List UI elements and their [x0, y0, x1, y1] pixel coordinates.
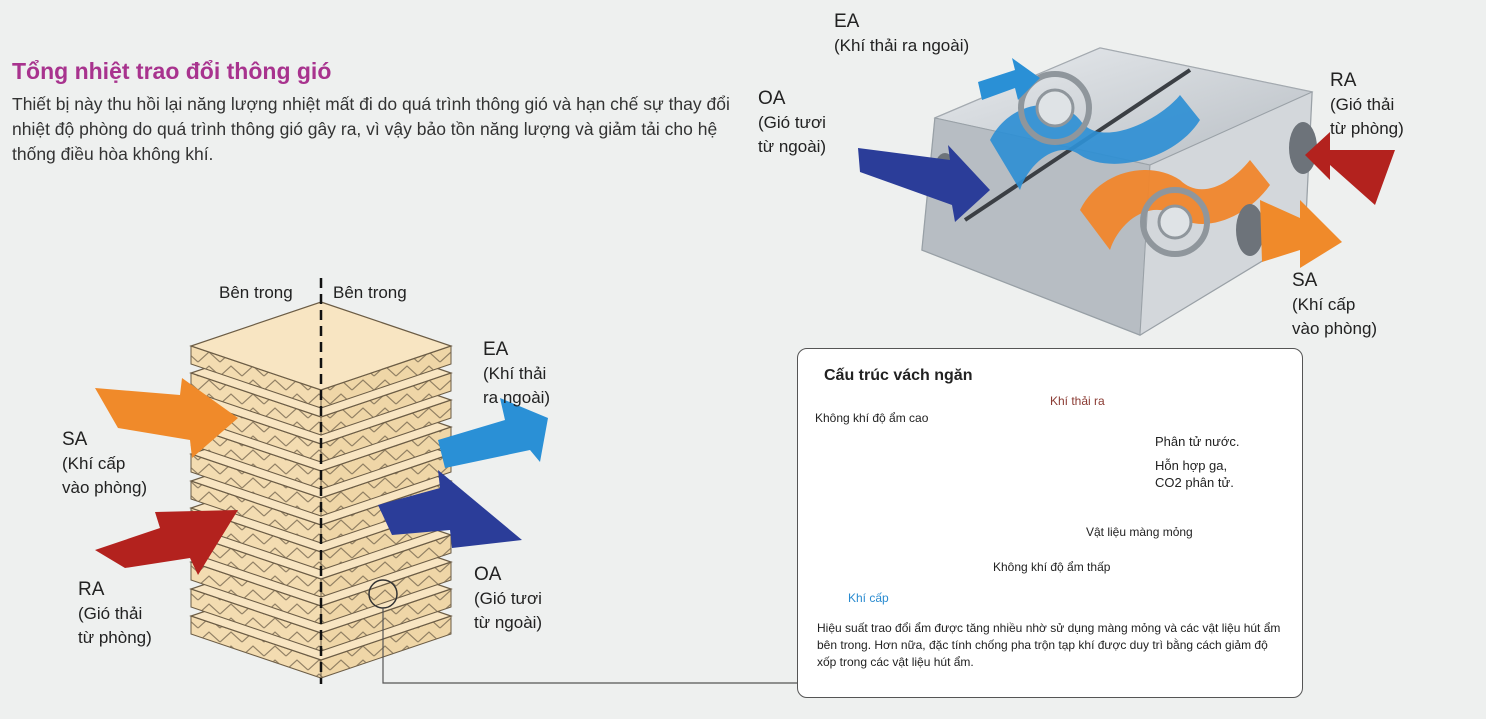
- unit-sa-line2: vào phòng): [1292, 319, 1378, 338]
- unit-ea-desc: (Khí thải ra ngoài): [834, 36, 970, 55]
- exhaust-label: Khí thải ra: [1050, 394, 1105, 408]
- core-plate-fins-left: [191, 535, 321, 597]
- core-ra-line2: từ phòng): [78, 628, 152, 647]
- core-sa-label: SA (Khí cấp vào phòng): [62, 428, 147, 500]
- legend-water-text: Phân tử nước.: [1155, 434, 1240, 449]
- page-description: Thiết bị này thu hồi lại năng lượng nhiệ…: [12, 94, 730, 164]
- partition-title: Cấu trúc vách ngăn: [824, 367, 973, 384]
- unit-oa-line2: từ ngoài): [758, 137, 827, 156]
- core-plate-fins-right: [321, 562, 451, 624]
- core-ea-line1: (Khí thải: [483, 364, 547, 383]
- core-plate-fins-right: [321, 589, 451, 651]
- core-plate-fins-left: [191, 589, 321, 651]
- core-plate-fins-left: [191, 454, 321, 516]
- core-ra-arrow: [95, 510, 238, 575]
- unit-sa-label: SA (Khí cấp vào phòng): [1292, 269, 1377, 341]
- core-oa-code: OA: [474, 564, 502, 585]
- core-ra-line1: (Gió thải: [78, 604, 143, 623]
- supply-label: Khí cấp: [848, 591, 889, 605]
- core-sa-arrow: [95, 378, 238, 458]
- unit-ra-label: RA (Gió thải từ phòng): [1330, 69, 1404, 141]
- core-plate-fins-right: [321, 346, 451, 408]
- inside-right-label: Bên trong: [333, 283, 407, 302]
- core-sa-line1: (Khí cấp: [62, 454, 126, 473]
- unit-sa-code: SA: [1292, 270, 1318, 291]
- legend-gas-text: Hỗn hợp ga, CO2 phân tử.: [1155, 457, 1234, 491]
- legend-gas-line2: CO2 phân tử.: [1155, 475, 1234, 490]
- core-oa-arrow: [378, 470, 522, 548]
- inside-left-label: Bên trong: [219, 283, 293, 302]
- unit-oa-code: OA: [758, 88, 786, 109]
- partition-description: Hiệu suất trao đổi ẩm được tăng nhiều nh…: [817, 621, 1281, 669]
- legend-gas-line1: Hỗn hợp ga,: [1155, 458, 1228, 473]
- core-plate-fins-right: [321, 400, 451, 462]
- core-ea-label: EA (Khí thải ra ngoài): [483, 338, 550, 410]
- core-oa-label: OA (Gió tươi từ ngoài): [474, 563, 542, 635]
- core-ra-code: RA: [78, 579, 105, 600]
- unit-ra-code: RA: [1330, 70, 1357, 91]
- core-plate-fins-left: [191, 481, 321, 543]
- unit-ea-arrow: [978, 58, 1040, 100]
- core-plate-fins-right: [321, 535, 451, 597]
- unit-ra-line2: từ phòng): [1330, 119, 1404, 138]
- partition-panel: [797, 348, 1303, 698]
- core-plate-fins-right: [321, 373, 451, 435]
- low-humidity-label: Không khí độ ẩm thấp: [993, 560, 1111, 574]
- core-plate-fins-left: [191, 616, 321, 678]
- unit-sa-arrow: [1260, 200, 1342, 268]
- core-sa-line2: vào phòng): [62, 478, 148, 497]
- unit-oa-line1: (Gió tươi: [758, 113, 826, 132]
- unit-ea-code: EA: [834, 11, 860, 32]
- unit-ea-label: EA (Khí thải ra ngoài): [834, 10, 969, 58]
- connector-line: [382, 608, 797, 684]
- page-title: Tổng nhiệt trao đổi thông gió: [12, 58, 332, 84]
- unit-ra-arrow: [1305, 132, 1395, 205]
- core-sa-code: SA: [62, 429, 88, 450]
- unit-ra-line1: (Gió thải: [1330, 95, 1395, 114]
- core-plate-fins-right: [321, 454, 451, 516]
- core-plate-fins-left: [191, 562, 321, 624]
- unit-oa-arrow: [858, 145, 990, 222]
- core-ra-label: RA (Gió thải từ phòng): [78, 578, 152, 650]
- core-plate-fins-left: [191, 427, 321, 489]
- core-ea-arrow: [438, 398, 548, 468]
- core-ea-code: EA: [483, 339, 509, 360]
- core-oa-line1: (Gió tươi: [474, 589, 542, 608]
- core-plate-fins-left: [191, 373, 321, 435]
- core-plate-fins-left: [191, 346, 321, 408]
- core-plate-fins-right: [321, 616, 451, 678]
- high-humidity-label: Không khí độ ẩm cao: [815, 411, 929, 425]
- core-plate-fins-right: [321, 427, 451, 489]
- core-oa-line2: từ ngoài): [474, 613, 543, 632]
- membrane-label: Vật liệu màng mỏng: [1086, 525, 1193, 539]
- ventilation-unit: [921, 47, 1317, 336]
- core-ea-line2: ra ngoài): [483, 388, 551, 407]
- unit-sa-line1: (Khí cấp: [1292, 295, 1356, 314]
- unit-oa-label: OA (Gió tươi từ ngoài): [758, 87, 826, 159]
